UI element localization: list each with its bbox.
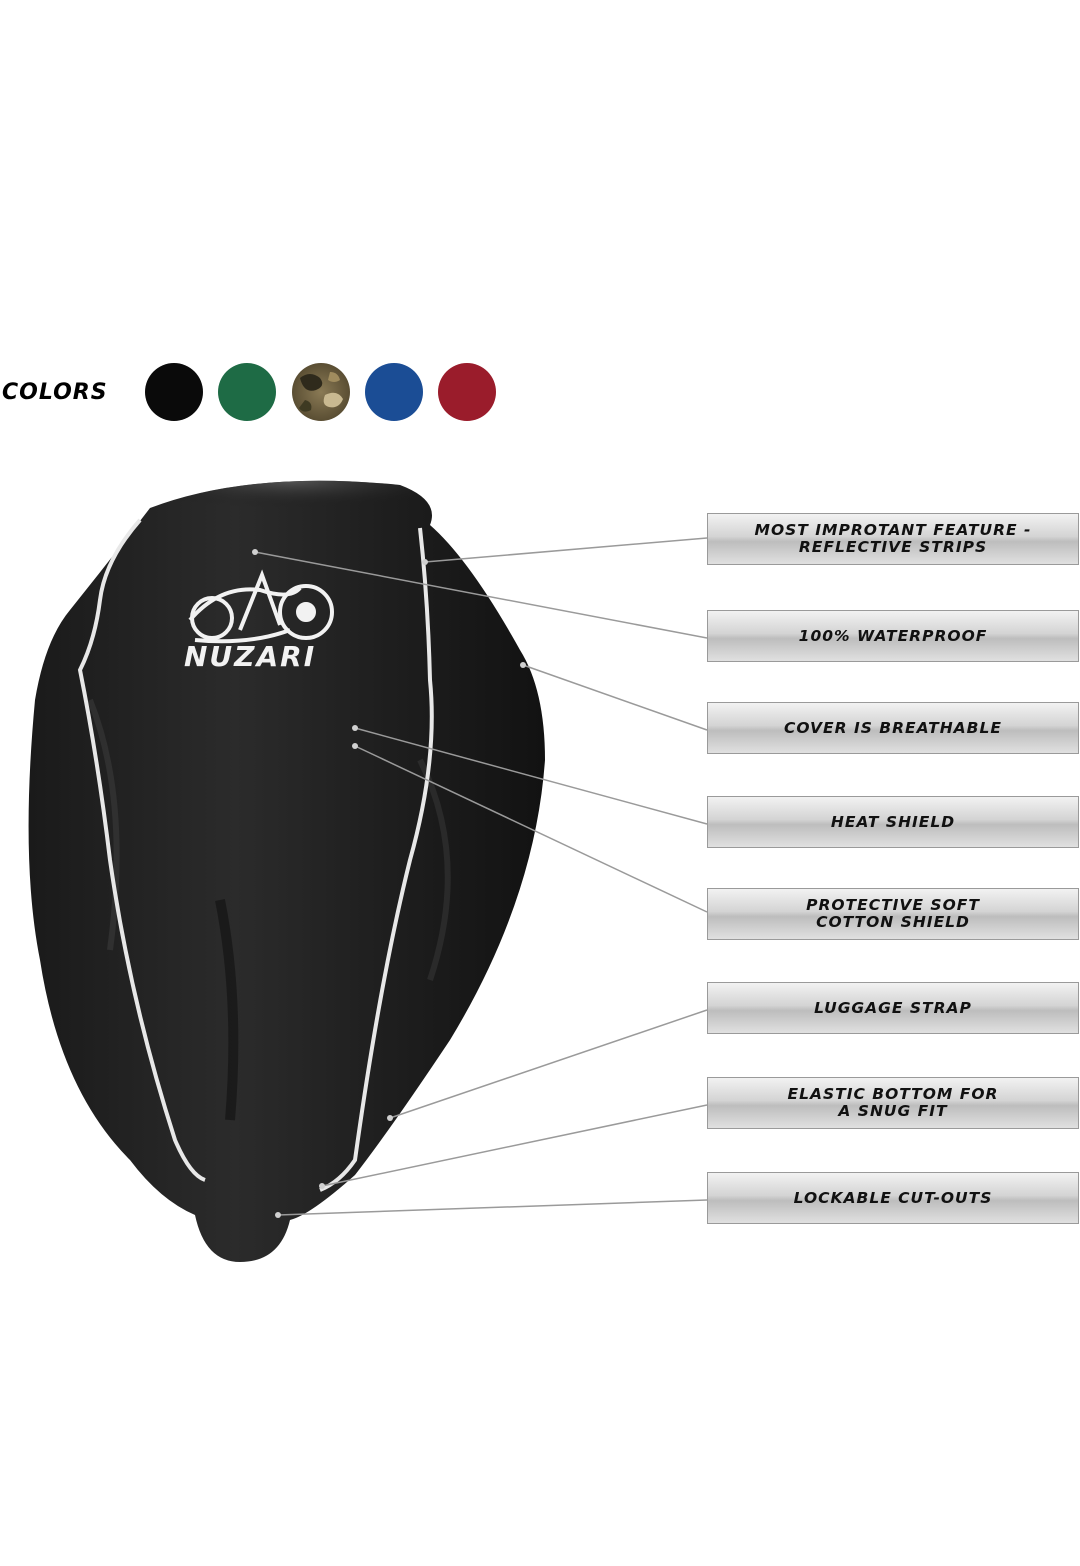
- color-swatch-black[interactable]: [145, 363, 203, 421]
- leader-dots: [252, 549, 526, 1218]
- feature-text: PROTECTIVE SOFT COTTON SHIELD: [806, 896, 980, 931]
- feature-label-elastic-bottom: ELASTIC BOTTOM FOR A SNUG FIT: [707, 1077, 1079, 1129]
- feature-label-cotton-shield: PROTECTIVE SOFT COTTON SHIELD: [707, 888, 1079, 940]
- color-swatch-red[interactable]: [438, 363, 496, 421]
- feature-text: ELASTIC BOTTOM FOR A SNUG FIT: [787, 1085, 999, 1120]
- feature-label-breathable: COVER IS BREATHABLE: [707, 702, 1079, 754]
- color-swatch-blue[interactable]: [365, 363, 423, 421]
- feature-label-luggage-strap: LUGGAGE STRAP: [707, 982, 1079, 1034]
- feature-label-waterproof: 100% WATERPROOF: [707, 610, 1079, 662]
- cover-body: [28, 480, 546, 1262]
- leader-lines: [254, 537, 708, 1216]
- feature-text: 100% WATERPROOF: [798, 626, 988, 645]
- feature-text: COVER IS BREATHABLE: [784, 718, 1002, 737]
- feature-text: LUGGAGE STRAP: [814, 998, 972, 1017]
- feature-label-lockable-cutouts: LOCKABLE CUT-OUTS: [707, 1172, 1079, 1224]
- color-swatch-green[interactable]: [218, 363, 276, 421]
- camo-pattern: [292, 363, 350, 421]
- feature-label-heat-shield: HEAT SHIELD: [707, 796, 1079, 848]
- feature-text: MOST IMPROTANT FEATURE - REFLECTIVE STRI…: [754, 521, 1032, 556]
- nuzari-logo-icon: [188, 569, 334, 644]
- feature-text: LOCKABLE CUT-OUTS: [793, 1188, 993, 1207]
- colors-label: COLORS: [2, 380, 108, 405]
- brand-logo-text: NUZARI: [184, 640, 317, 673]
- feature-label-reflective-strips: MOST IMPROTANT FEATURE - REFLECTIVE STRI…: [707, 513, 1079, 565]
- feature-text: HEAT SHIELD: [830, 812, 956, 831]
